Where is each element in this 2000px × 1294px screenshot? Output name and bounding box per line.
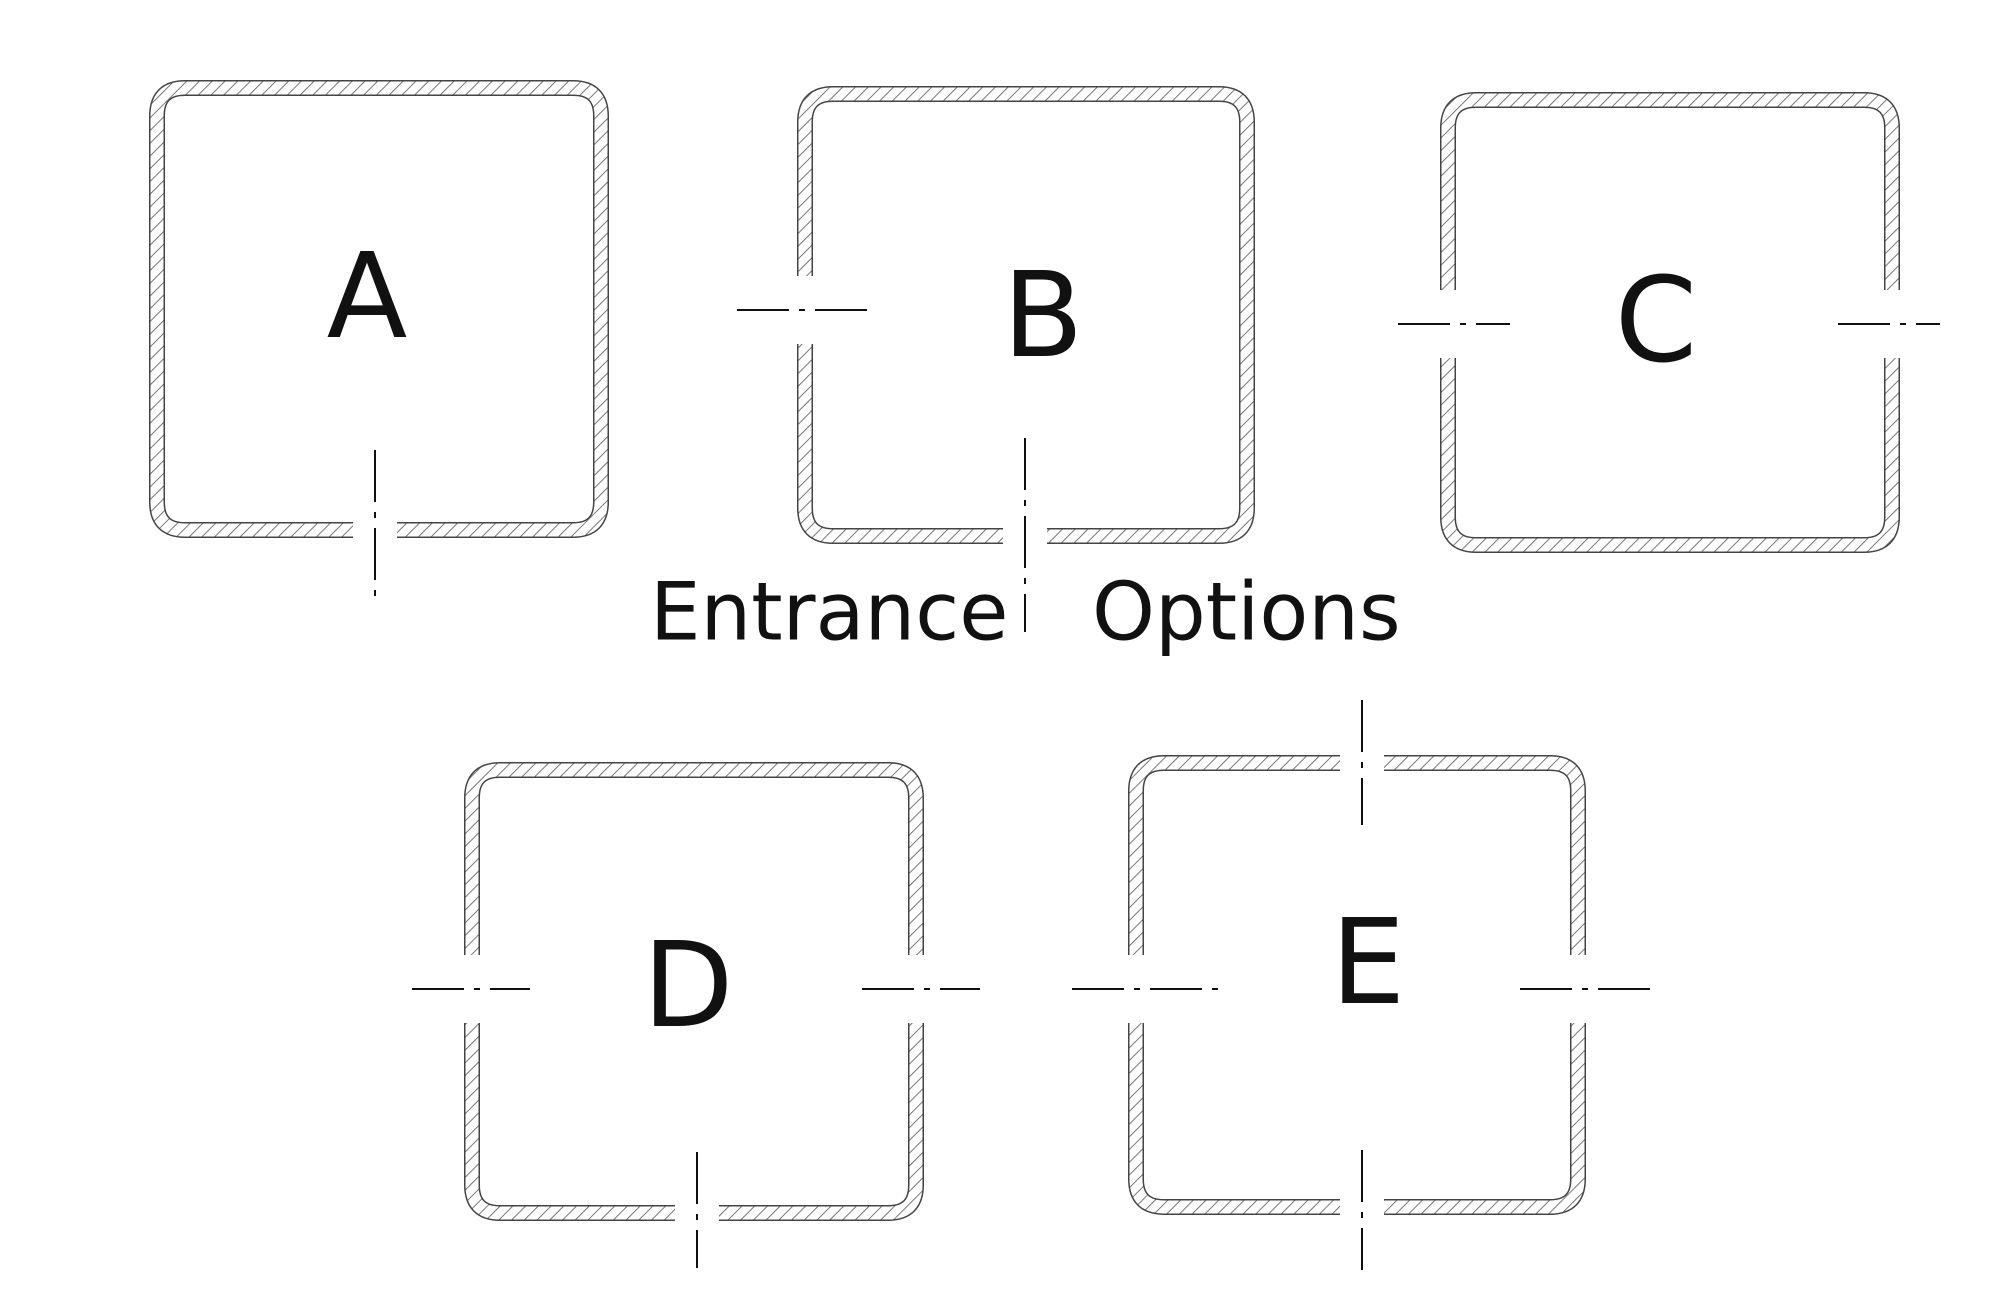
room-e-wall-edge-outer	[1384, 1023, 1586, 1215]
room-b: B	[737, 86, 1255, 632]
room-d-wall-hatch	[467, 1023, 675, 1218]
room-a: A	[149, 80, 609, 605]
room-e-wall-edge-outer	[1384, 755, 1586, 955]
room-e-wall-hatch	[1384, 758, 1583, 955]
room-d-wall-hatch	[719, 1023, 923, 1220]
room-d-wall-hatch	[719, 1023, 921, 1218]
room-b-wall-hatch	[798, 344, 1003, 543]
room-b-wall-hatch	[800, 344, 1003, 541]
room-e-wall-edge-inner	[1384, 1023, 1583, 1212]
room-e-wall-hatch	[1384, 1023, 1583, 1212]
caption-word-options: Options	[1092, 566, 1401, 659]
room-e-label: E	[1331, 893, 1406, 1031]
room-e-wall-edge-outer	[1128, 755, 1340, 955]
room-d-wall-hatch	[467, 765, 921, 955]
room-b-wall-hatch	[800, 89, 1252, 541]
room-d-wall-edge-outer	[719, 1023, 924, 1221]
room-b-wall-edge-inner	[800, 344, 1003, 541]
room-e-wall-edge-inner	[1131, 758, 1340, 955]
room-e-wall-edge-inner	[1131, 1023, 1340, 1212]
room-a-wall-hatch	[152, 83, 606, 535]
caption-word-entrance: Entrance	[650, 566, 1008, 659]
room-e: E	[1072, 700, 1660, 1270]
room-c-label: C	[1615, 251, 1697, 389]
room-c-wall-hatch	[1443, 95, 1897, 290]
room-e-wall-edge-outer	[1128, 1023, 1340, 1215]
room-e-wall-hatch	[1129, 1023, 1340, 1214]
room-b-label: B	[1003, 246, 1084, 384]
room-d-label: D	[643, 916, 734, 1054]
room-e-wall-edge-inner	[1384, 758, 1583, 955]
room-b-wall-edge-outer	[797, 344, 1003, 544]
room-a-label: A	[327, 227, 408, 365]
room-e-wall-hatch	[1131, 1023, 1340, 1212]
room-d-wall-edge-inner	[719, 1023, 921, 1218]
room-e-wall-hatch	[1129, 756, 1340, 955]
room-c-wall-hatch	[1443, 358, 1897, 550]
rooms-layer: A B C D E	[149, 80, 1940, 1270]
room-e-wall-hatch	[1131, 758, 1340, 955]
diagram-caption: Entrance Options	[650, 566, 1401, 659]
room-e-wall-hatch	[1384, 1023, 1585, 1214]
room-e-wall-hatch	[1384, 756, 1585, 955]
room-c: C	[1398, 92, 1940, 553]
room-d: D	[412, 762, 980, 1268]
